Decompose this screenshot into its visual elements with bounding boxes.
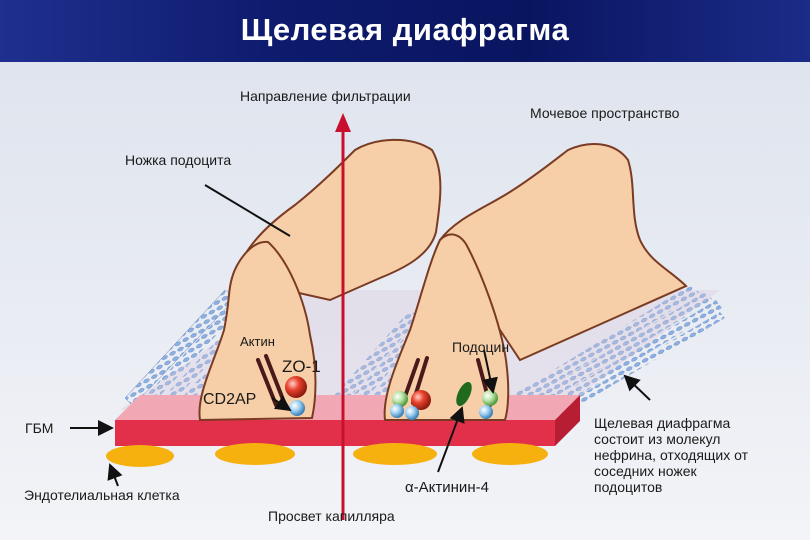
label-urinary-space: Мочевое пространство bbox=[530, 105, 680, 121]
label-endothelial-cell: Эндотелиальная клетка bbox=[24, 487, 180, 503]
label-podocyte-foot: Ножка подоцита bbox=[125, 152, 231, 168]
podocyte-foot-2 bbox=[383, 143, 688, 421]
label-actin: Актин bbox=[240, 334, 275, 349]
slit-description-line: соседних ножек bbox=[594, 463, 698, 479]
slit-description-line: нефрина, отходящих от bbox=[594, 447, 749, 463]
title-bar: Щелевая диафрагма bbox=[0, 0, 810, 62]
zo1-molecule bbox=[285, 376, 307, 398]
nephrin-strands-right bbox=[505, 285, 725, 418]
slit-description: Щелевая диафрагма состоит из молекул неф… bbox=[594, 415, 749, 495]
leader-lines bbox=[70, 184, 651, 487]
label-podocin: Подоцин bbox=[452, 339, 509, 355]
alpha-actinin-molecule bbox=[456, 381, 472, 407]
label-gbm: ГБМ bbox=[25, 420, 53, 436]
label-capillary-lumen: Просвет капилляра bbox=[268, 508, 395, 524]
podocin-molecule bbox=[482, 390, 498, 406]
slit-description-line: состоит из молекул bbox=[594, 431, 720, 447]
label-zo1: ZO-1 bbox=[282, 357, 321, 376]
slit-description-line: Щелевая диафрагма bbox=[594, 415, 731, 431]
filtration-arrow bbox=[335, 113, 351, 520]
label-cd2ap: CD2AP bbox=[203, 391, 256, 408]
podocyte-foot-1 bbox=[198, 138, 442, 422]
gbm-slab bbox=[115, 395, 580, 446]
endothelial-cells bbox=[106, 443, 548, 467]
label-filtration-direction: Направление фильтрации bbox=[240, 88, 411, 104]
label-alpha-actinin: α-Актинин-4 bbox=[405, 479, 489, 496]
slit-description-line: подоцитов bbox=[594, 479, 662, 495]
protein-complexes bbox=[285, 376, 498, 420]
cd2ap-molecule bbox=[289, 400, 305, 416]
slide-title: Щелевая диафрагма bbox=[240, 12, 570, 47]
